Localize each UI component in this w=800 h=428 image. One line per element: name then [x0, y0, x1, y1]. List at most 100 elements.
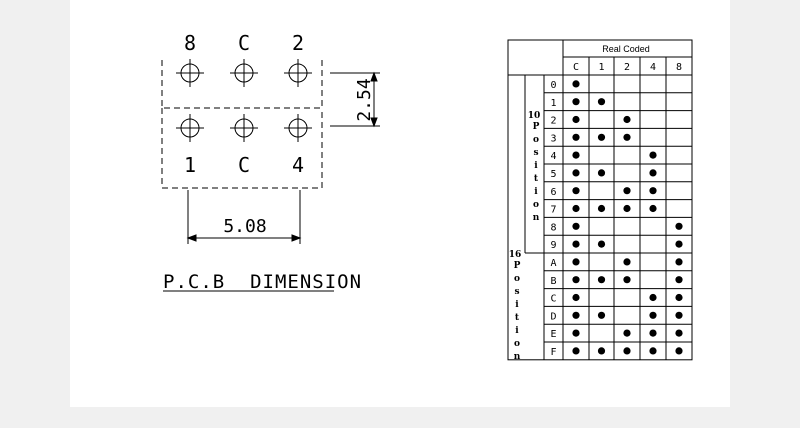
code-dot: [572, 204, 580, 213]
pcb-labels: 8 C 2 1 C 4 2.54 5.08 P.C.B DIMENSION: [163, 31, 375, 293]
pcb-drawing: [161, 60, 380, 292]
pin-label-top-1: 8: [184, 31, 196, 55]
code-dot: [572, 187, 580, 195]
table-row: C: [550, 293, 683, 305]
code-dot: [572, 133, 580, 141]
code-dot: [649, 293, 657, 302]
code-dot: [572, 311, 580, 319]
code-dot: [572, 98, 580, 106]
code-dot: [597, 240, 606, 248]
pin-label-bottom-2: C: [238, 153, 250, 177]
group-letter: P: [533, 122, 540, 132]
group-number-label: 10: [528, 111, 541, 121]
dimension-vertical-label: 2.54: [354, 78, 375, 121]
pcb-outline-bottom: [161, 108, 323, 189]
pcb-pins: [176, 59, 312, 142]
code-dot: [623, 187, 631, 195]
table-row: 2: [550, 115, 631, 127]
table-header-real-coded: Real Coded: [602, 44, 650, 54]
group-letter: i: [534, 187, 538, 197]
group-letter: i: [534, 161, 538, 171]
table-row: 0: [550, 80, 580, 91]
code-dot: [597, 98, 606, 106]
code-dot: [572, 115, 580, 124]
pin-icon: [230, 114, 258, 142]
code-dot: [623, 204, 631, 213]
table-row: 7: [550, 204, 657, 216]
table-row: 4: [550, 151, 657, 162]
column-header: 2: [624, 62, 630, 73]
column-header: C: [573, 62, 579, 73]
row-position-label: 2: [550, 116, 556, 127]
code-dot: [572, 276, 580, 284]
table-row: A: [550, 258, 683, 269]
dimension-horizontal-label: 5.08: [223, 216, 266, 237]
code-dot: [572, 293, 580, 302]
pin-icon: [284, 114, 312, 142]
group-letter: i: [515, 300, 519, 310]
row-position-label: 7: [550, 205, 556, 216]
code-dot: [675, 311, 683, 319]
code-dot: [597, 347, 606, 355]
table-row: 5: [550, 169, 657, 180]
row-position-label: B: [550, 276, 556, 287]
code-dot: [572, 258, 580, 266]
group-letter: o: [514, 274, 520, 284]
code-dot: [649, 187, 657, 195]
row-position-label: 5: [550, 169, 556, 180]
table-row: 6: [550, 187, 657, 198]
row-position-label: A: [550, 258, 556, 269]
group-letter: s: [533, 148, 538, 158]
pin-label-bottom-3: 4: [292, 153, 304, 177]
pcb-outline-top: [161, 60, 323, 109]
code-dot: [623, 115, 631, 124]
code-dot: [675, 329, 683, 337]
row-position-label: 1: [550, 98, 556, 109]
table-row: 1: [550, 98, 606, 109]
pin-label-top-3: 2: [292, 31, 304, 55]
code-dot: [623, 347, 631, 355]
code-dot: [675, 258, 683, 266]
group-letter: n: [533, 213, 540, 223]
code-dot: [649, 347, 657, 355]
code-dot: [675, 293, 683, 302]
code-dot: [597, 133, 606, 141]
code-dot: [649, 204, 657, 213]
table-row: 9: [550, 240, 683, 251]
group-letter: o: [533, 200, 539, 210]
code-dot: [675, 276, 683, 284]
group-letter: t: [515, 313, 520, 323]
row-position-label: C: [550, 294, 556, 305]
column-header: 8: [676, 62, 682, 73]
pcb-dimension-title: P.C.B DIMENSION: [163, 271, 362, 293]
pin-icon: [284, 59, 312, 87]
code-dot: [649, 311, 657, 319]
drawing-sheet: [70, 0, 730, 407]
code-dot: [675, 347, 683, 355]
table-row: 8: [550, 222, 683, 233]
row-position-label: F: [550, 347, 556, 358]
code-dot: [597, 276, 606, 284]
code-dot: [572, 240, 580, 248]
pin-icon: [176, 114, 204, 142]
code-dot: [623, 276, 631, 284]
code-dot: [597, 204, 606, 213]
row-position-label: 3: [550, 133, 556, 144]
group-letter: o: [514, 339, 520, 349]
row-position-label: 9: [550, 240, 556, 251]
pin-label-bottom-1: 1: [184, 153, 196, 177]
table-row: D: [550, 311, 683, 322]
row-position-label: 6: [550, 187, 556, 198]
table-row: 3: [550, 133, 631, 144]
row-position-label: 8: [550, 222, 556, 233]
code-dot: [597, 311, 606, 319]
row-position-label: 4: [550, 151, 556, 162]
pin-label-top-2: C: [238, 31, 250, 55]
table-row: F: [550, 347, 683, 358]
group-letter: t: [534, 174, 539, 184]
code-dot: [675, 240, 683, 248]
pin-icon: [176, 59, 204, 87]
code-dot: [572, 222, 580, 230]
